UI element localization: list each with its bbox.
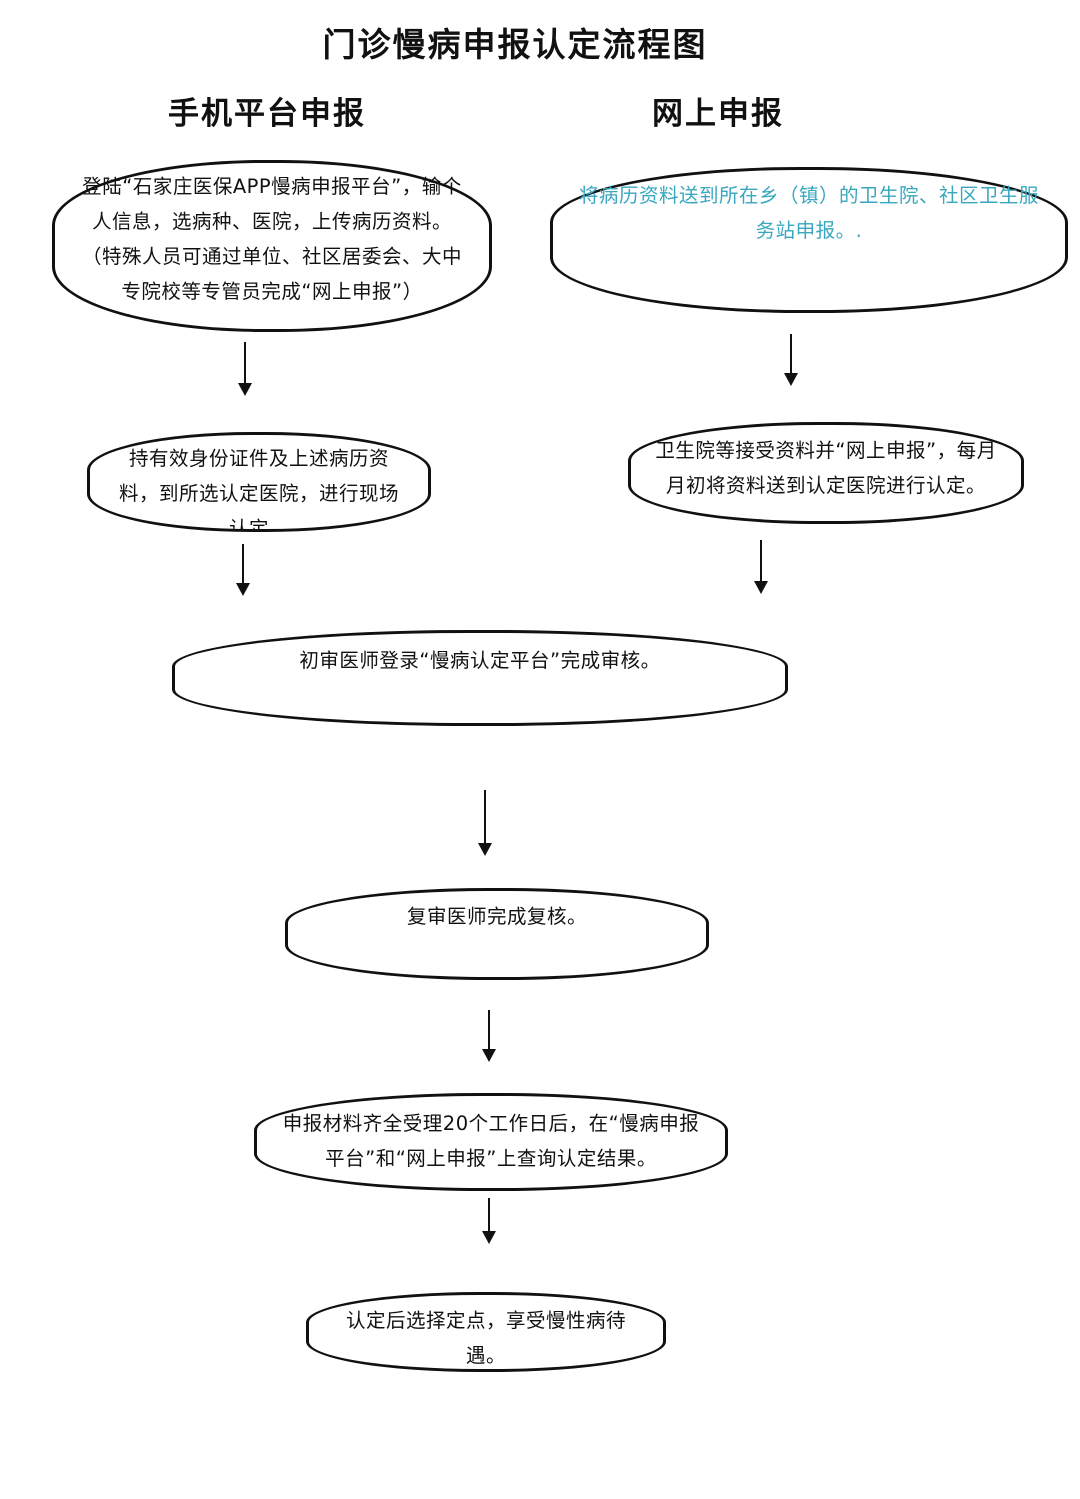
second-review-box: 复审医师完成复核。 bbox=[285, 888, 709, 980]
arrow-down-icon bbox=[236, 544, 250, 596]
final-step-box: 认定后选择定点，享受慢性病待遇。 bbox=[306, 1292, 666, 1372]
diagram-title: 门诊慢病申报认定流程图 bbox=[322, 25, 708, 64]
online-step1-text: 将病历资料送到所在乡（镇）的卫生院、社区卫生服务站申报。. bbox=[578, 184, 1039, 242]
second-review-text: 复审医师完成复核。 bbox=[406, 905, 587, 928]
final-step-text: 认定后选择定点，享受慢性病待遇。 bbox=[345, 1309, 626, 1367]
initial-review-text: 初审医师登录“慢病认定平台”完成审核。 bbox=[299, 649, 661, 672]
result-query-text: 申报材料齐全受理20个工作日后，在“慢病申报平台”和“网上申报”上查询认定结果。 bbox=[282, 1112, 700, 1170]
arrow-down-icon bbox=[754, 540, 768, 594]
mobile-step1-text: 登陆“石家庄医保APP慢病申报平台”，输个人信息，选病种、医院，上传病历资料。（… bbox=[81, 175, 462, 303]
online-step1-box: 将病历资料送到所在乡（镇）的卫生院、社区卫生服务站申报。. bbox=[550, 167, 1068, 313]
mobile-step1-box: 登陆“石家庄医保APP慢病申报平台”，输个人信息，选病种、医院，上传病历资料。（… bbox=[52, 160, 492, 332]
online-step2-text: 卫生院等接受资料并“网上申报”，每月月初将资料送到认定医院进行认定。 bbox=[655, 439, 997, 497]
mobile-step2-box: 持有效身份证件及上述病历资料，到所选认定医院，进行现场认定。 bbox=[87, 432, 431, 532]
mobile-step2-text: 持有效身份证件及上述病历资料，到所选认定医院，进行现场认定。 bbox=[118, 447, 399, 532]
arrow-down-icon bbox=[482, 1010, 496, 1062]
online-declaration-heading: 网上申报 bbox=[652, 96, 784, 132]
result-query-box: 申报材料齐全受理20个工作日后，在“慢病申报平台”和“网上申报”上查询认定结果。 bbox=[254, 1093, 728, 1191]
arrow-down-icon bbox=[784, 334, 798, 386]
mobile-platform-heading: 手机平台申报 bbox=[168, 96, 366, 132]
arrow-down-icon bbox=[482, 1198, 496, 1244]
arrow-down-icon bbox=[478, 790, 492, 856]
arrow-down-icon bbox=[238, 342, 252, 396]
online-step2-box: 卫生院等接受资料并“网上申报”，每月月初将资料送到认定医院进行认定。 bbox=[628, 422, 1024, 524]
initial-review-box: 初审医师登录“慢病认定平台”完成审核。 bbox=[172, 630, 788, 726]
